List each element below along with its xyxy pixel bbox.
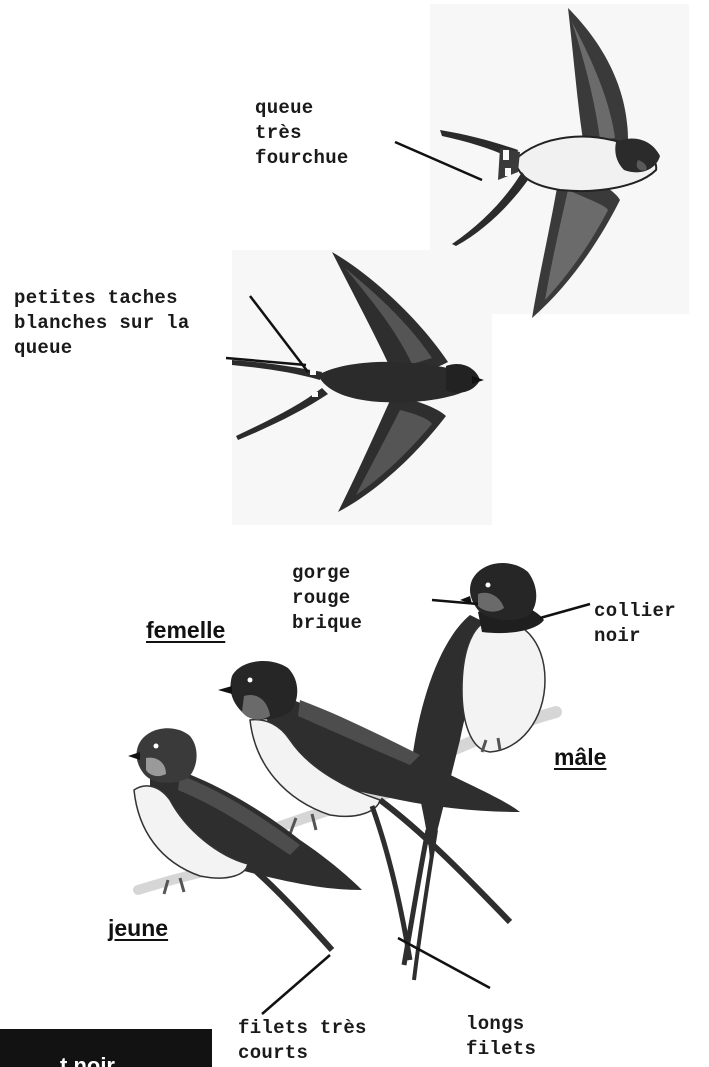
leader-line-collar — [540, 604, 590, 618]
leader-line-tail-forked — [395, 142, 482, 180]
leader-line-long-streamers — [398, 938, 490, 988]
leader-lines — [226, 142, 590, 1014]
footer-box-text: t noir — [60, 1053, 115, 1067]
leader-line-short-streamers — [262, 955, 330, 1014]
label-female: femelle — [146, 617, 225, 644]
label-tail-forked: queue très fourchue — [255, 96, 349, 171]
label-long-streamers: longs filets — [466, 1012, 536, 1062]
flying-swallow-middle — [232, 252, 484, 512]
label-short-streamers: filets très courts — [238, 1016, 367, 1066]
flying-swallow-top — [440, 8, 660, 318]
label-throat: gorge rouge brique — [292, 561, 362, 636]
label-tail-spots: petites taches blanches sur la queue — [14, 286, 190, 361]
footer-black-box: t noir — [0, 1029, 212, 1067]
label-juvenile: jeune — [108, 915, 168, 942]
label-collar: collier noir — [594, 599, 676, 649]
label-male: mâle — [554, 744, 606, 771]
